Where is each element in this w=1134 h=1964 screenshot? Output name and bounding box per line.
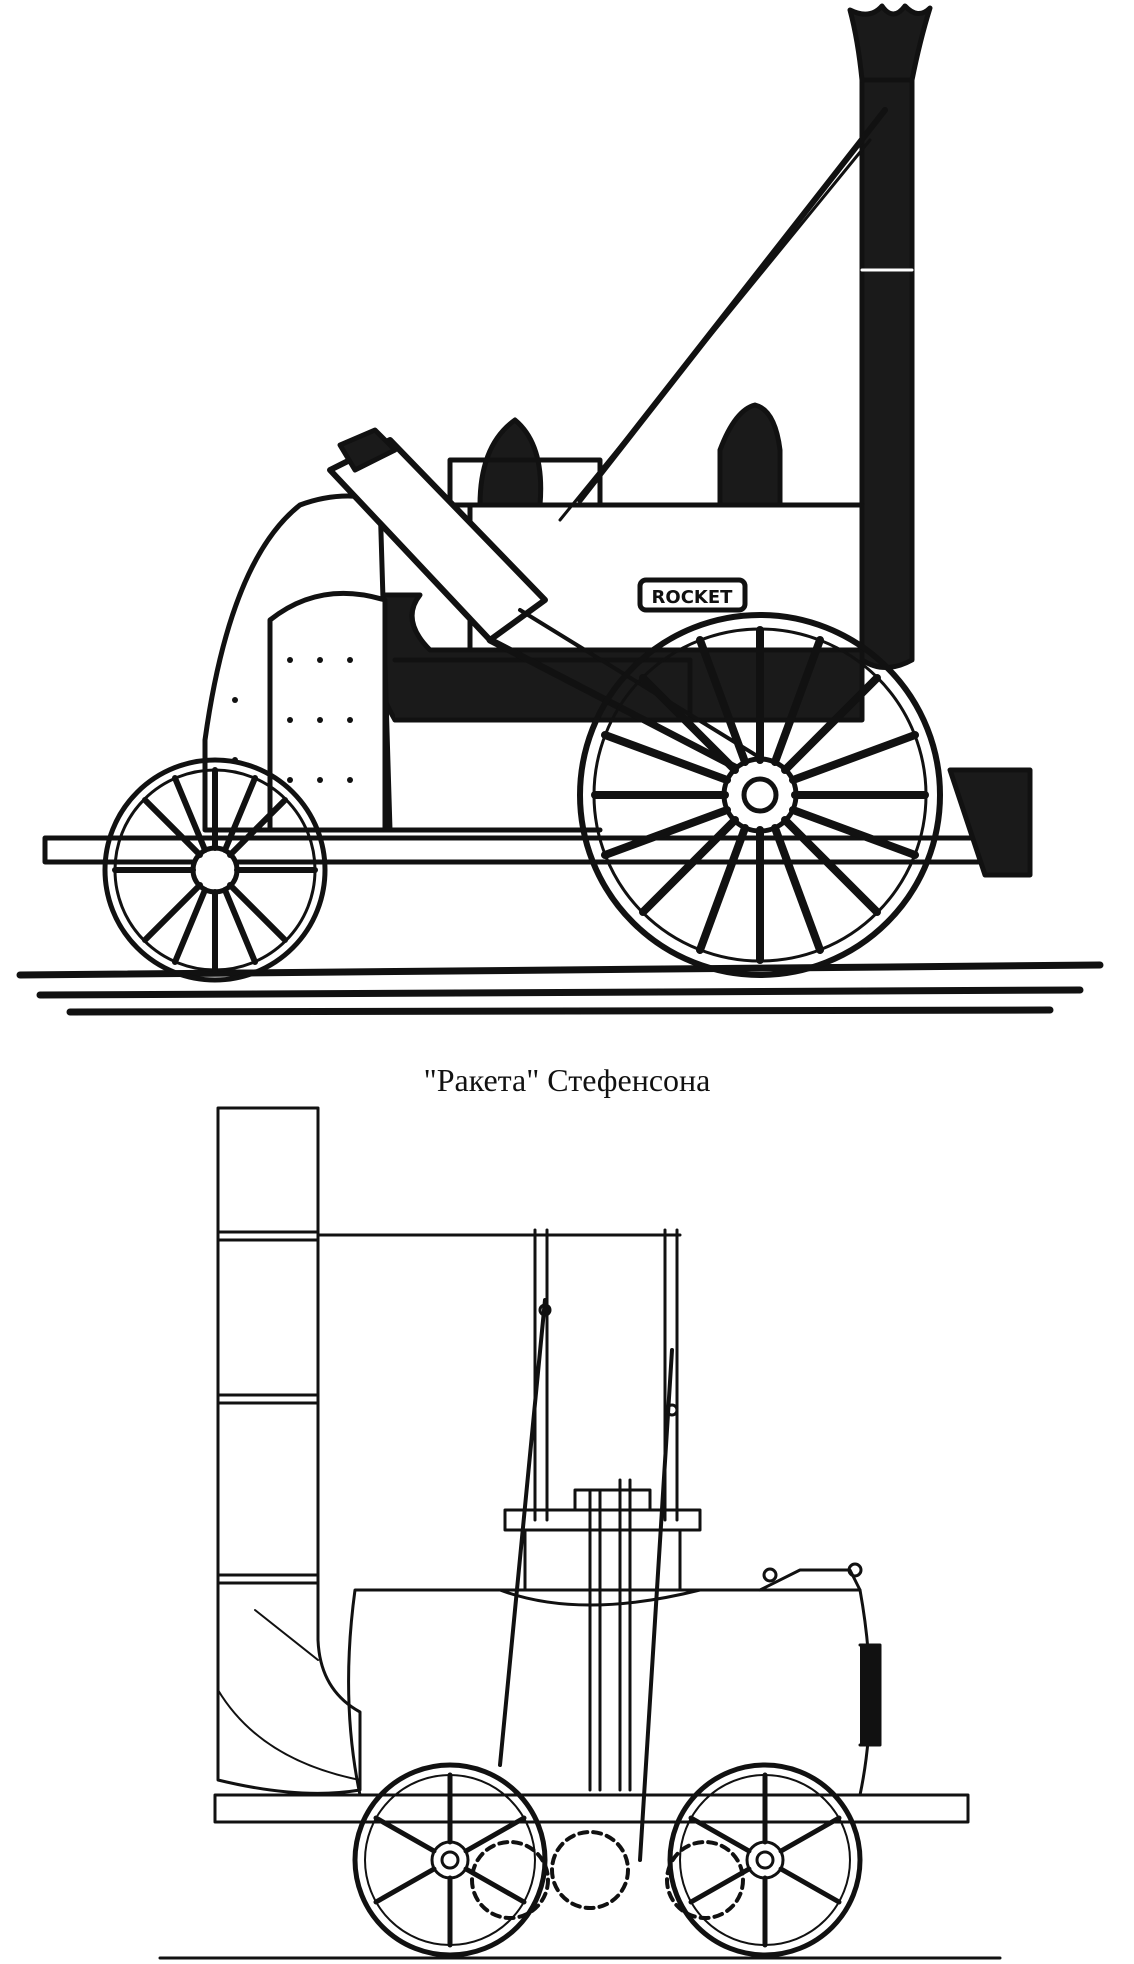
track: [16, 961, 1104, 1016]
firebox: [202, 493, 393, 833]
rocket-locomotive-illustration: ROCKET: [16, 3, 1104, 1016]
frame: [42, 767, 1033, 878]
boiler: [370, 402, 865, 723]
driving-wheel: [577, 612, 943, 978]
figure-caption: "Ракета" Стефенсона: [423, 1062, 711, 1098]
gears: [470, 1830, 745, 1920]
rear-wheel: [102, 757, 328, 983]
right-wheel: [667, 1762, 863, 1958]
left-wheel: [352, 1762, 548, 1958]
name-plate-text: ROCKET: [652, 587, 734, 608]
cylinders: [498, 1228, 702, 1862]
name-plate: ROCKET: [637, 577, 748, 613]
boiler: [347, 1562, 882, 1797]
early-locomotive-illustration: [0, 1090, 1134, 1964]
chimney: [216, 1106, 362, 1795]
frame: [213, 1793, 970, 1824]
